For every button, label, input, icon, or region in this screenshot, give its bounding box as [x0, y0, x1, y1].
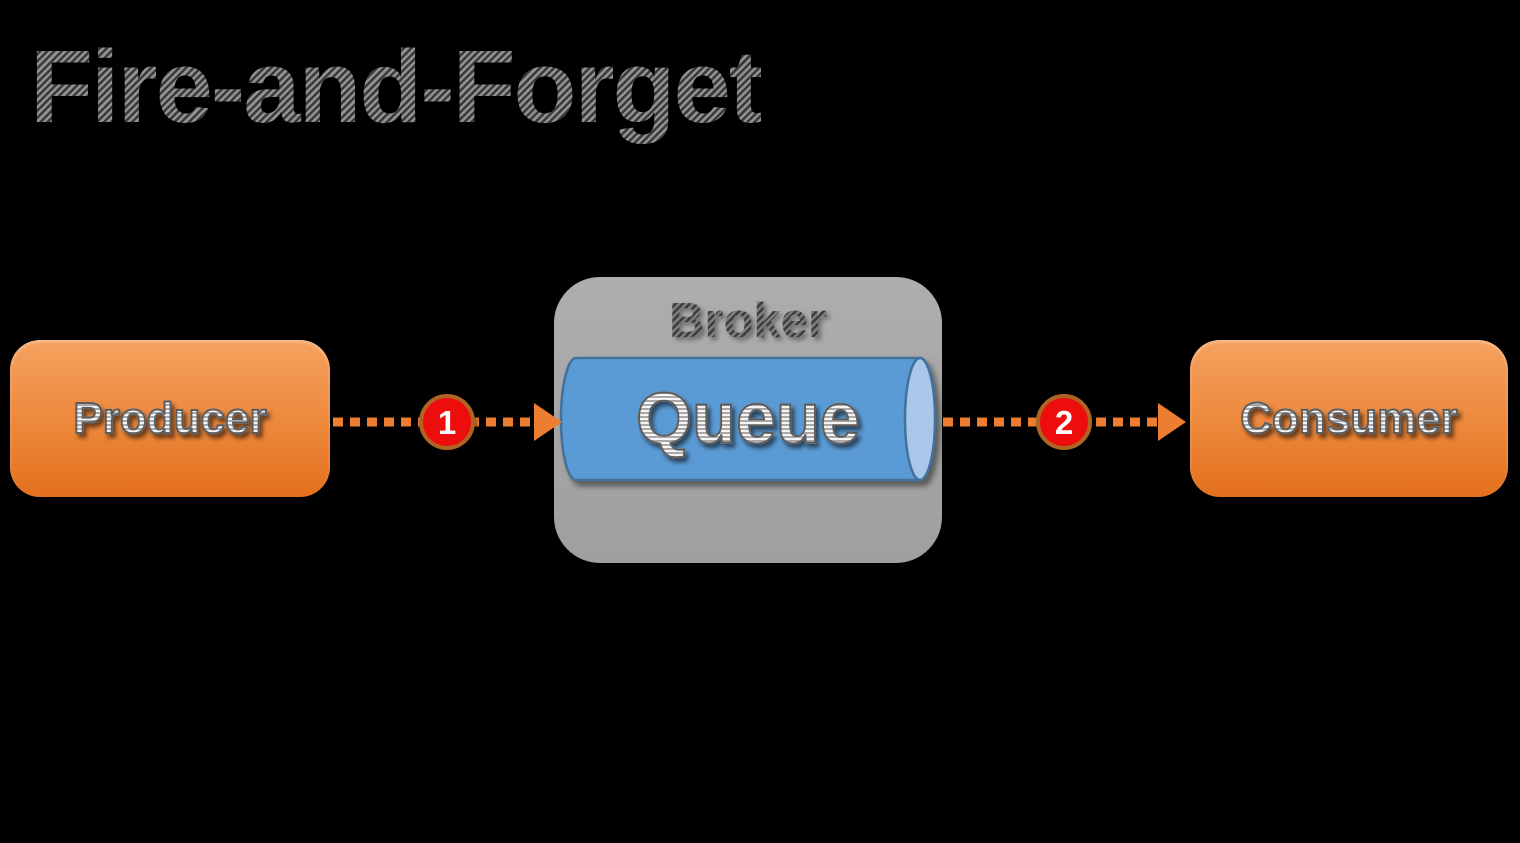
slide-title: Fire-and-Forget	[30, 28, 763, 146]
queue-label: Queue	[576, 378, 920, 460]
step-badge-1: 1	[419, 394, 475, 450]
step-1-number: 1	[437, 403, 457, 441]
consumer-label: Consumer	[1239, 393, 1459, 444]
producer-label: Producer	[72, 393, 267, 444]
step-badge-2: 2	[1036, 394, 1092, 450]
step-2-number: 2	[1054, 403, 1074, 441]
arrow-2-arrowhead-icon	[1158, 403, 1186, 441]
consumer-node: Consumer	[1190, 340, 1508, 497]
producer-node: Producer	[10, 340, 330, 497]
broker-label: Broker	[554, 293, 942, 349]
